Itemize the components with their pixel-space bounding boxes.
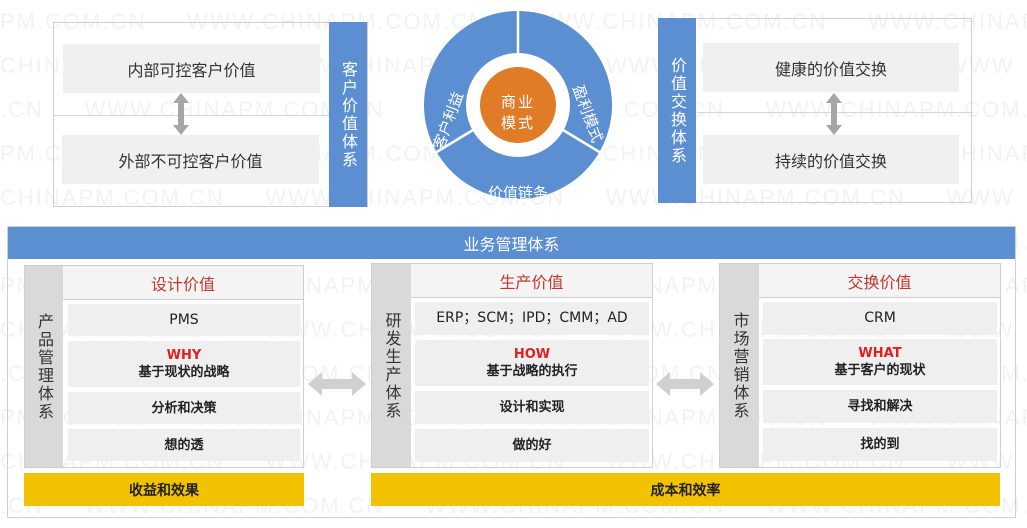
business-model-center-label: 商业模式 bbox=[500, 93, 535, 132]
vertical-double-arrow-icon bbox=[826, 93, 842, 135]
healthy-value-exchange-label: 健康的价值交换 bbox=[774, 59, 887, 79]
business-management-title-bar: 业务管理体系 bbox=[8, 227, 1015, 259]
panel-divider bbox=[54, 115, 330, 116]
horizontal-double-arrow-icon bbox=[656, 372, 714, 396]
internal-customer-value-box: 内部可控客户价值 bbox=[63, 44, 320, 93]
cell-think-through: 想的透 bbox=[68, 429, 300, 461]
cell-why: WHY 基于现状的战略 bbox=[68, 341, 300, 387]
cell-crm: CRM bbox=[763, 302, 997, 335]
value-exchange-system-title: 价值交换体系 bbox=[658, 18, 696, 203]
footer-cost-efficiency: 成本和效率 bbox=[371, 473, 1000, 506]
external-customer-value-box: 外部不可控客户价值 bbox=[62, 135, 319, 184]
side-label-product-management: 产品管理体系 bbox=[25, 266, 63, 467]
column-product-management: 产品管理体系 设计价值 PMS WHY 基于现状的战略 分析和决策 想的透 bbox=[24, 265, 304, 468]
business-management-title: 业务管理体系 bbox=[463, 235, 560, 254]
customer-value-system-title: 客户价值体系 bbox=[329, 22, 367, 207]
internal-customer-value-label: 内部可控客户价值 bbox=[127, 60, 256, 80]
vertical-double-arrow-icon bbox=[173, 93, 189, 135]
customer-value-panel bbox=[53, 22, 368, 207]
business-model-ring bbox=[424, 11, 612, 199]
cell-find-it: 找的到 bbox=[763, 428, 997, 461]
column-rd-production: 研发生产体系 生产价值 ERP；SCM；IPD；CMM；AD HOW 基于战略的… bbox=[371, 263, 653, 468]
cell-do-well: 做的好 bbox=[415, 429, 649, 462]
cell-find-solve: 寻找和解决 bbox=[763, 390, 997, 423]
heading-exchange-value: 交换价值 bbox=[759, 264, 1000, 298]
cell-design-implement: 设计和实现 bbox=[415, 391, 649, 424]
heading-production-value: 生产价值 bbox=[411, 264, 652, 298]
side-label-rd-production: 研发生产体系 bbox=[372, 264, 411, 467]
cell-erp-scm-ipd: ERP；SCM；IPD；CMM；AD bbox=[415, 302, 649, 335]
horizontal-double-arrow-icon bbox=[308, 372, 366, 396]
business-model-center bbox=[480, 67, 556, 143]
cell-what: WHAT 基于客户的现状 bbox=[763, 339, 997, 385]
heading-design-value: 设计价值 bbox=[63, 266, 303, 300]
cell-analysis-decision: 分析和决策 bbox=[68, 392, 300, 424]
cell-pms: PMS bbox=[68, 304, 300, 336]
external-customer-value-label: 外部不可控客户价值 bbox=[118, 151, 263, 171]
business-management-panel bbox=[7, 226, 1016, 518]
healthy-value-exchange-box: 健康的价值交换 bbox=[703, 43, 959, 92]
side-label-marketing: 市场营销体系 bbox=[720, 264, 759, 467]
sustained-value-exchange-box: 持续的价值交换 bbox=[703, 135, 959, 184]
segment-value-chain: 价值链条 bbox=[487, 184, 548, 202]
sustained-value-exchange-label: 持续的价值交换 bbox=[774, 151, 887, 171]
cell-how: HOW 基于战略的执行 bbox=[415, 340, 649, 386]
footer-revenue-effect: 收益和效果 bbox=[24, 473, 304, 506]
column-marketing: 市场营销体系 交换价值 CRM WHAT 基于客户的现状 寻找和解决 找的到 bbox=[719, 263, 1001, 468]
